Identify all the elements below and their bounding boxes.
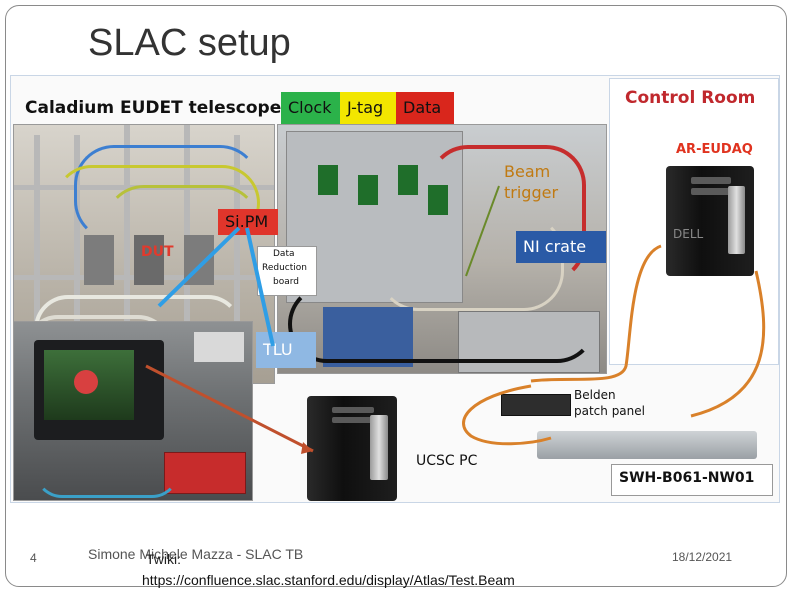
beam-trigger-line: [465, 185, 500, 277]
data-reduction-line2: Reduction: [262, 263, 307, 273]
belden-patch-panel: [501, 394, 571, 416]
ar-eudaq-label: AR-EUDAQ: [676, 142, 753, 157]
switch-uplink-cable: [690, 270, 766, 418]
belden-cable: [462, 384, 552, 446]
ar-eudaq-pc: DELL: [666, 166, 754, 276]
sipm-tag: Si.PM: [218, 209, 278, 235]
network-switch: [537, 431, 757, 459]
slide-title: SLAC setup: [88, 22, 291, 64]
slide-date: 18/12/2021: [672, 550, 733, 564]
setup-diagram-panel: Caladium EUDET telescope Clock J-tag Dat…: [10, 75, 780, 503]
connection-lines: [145, 185, 766, 454]
dell-logo: DELL: [673, 226, 704, 241]
jtag-tag: J-tag: [340, 92, 396, 124]
switch-label: SWH-B061-NW01: [619, 470, 755, 486]
beam-trigger-label-line1: Beam: [504, 162, 551, 181]
sipm-arrow-1: [157, 226, 241, 308]
data-reduction-line3: board: [273, 277, 299, 287]
clock-tag: Clock: [281, 92, 340, 124]
electronics-photo: [277, 124, 607, 374]
switch-label-box: [611, 464, 773, 496]
control-room-label: Control Room: [625, 88, 756, 108]
twiki-label: Twiki:: [146, 551, 181, 567]
data-reduction-line1: Data: [273, 249, 295, 259]
scope-arrow-head: [301, 442, 313, 454]
belden-label-line1: Belden: [574, 388, 616, 402]
beam-trigger-label-line2: trigger: [504, 183, 559, 202]
ni-crate-tag: NI crate: [516, 231, 606, 263]
dut-label: DUT: [141, 244, 174, 260]
data-tag: Data: [396, 92, 454, 124]
author-line: Simone Michele Mazza - SLAC TB: [88, 546, 304, 562]
tlu-tag: TLU: [256, 332, 316, 368]
sipm-arrow-2: [245, 227, 275, 347]
eudaq-cable: [530, 244, 662, 383]
oscilloscope-photo: [13, 321, 253, 501]
twiki-link[interactable]: https://confluence.slac.stanford.edu/dis…: [142, 572, 515, 588]
telescope-label: Caladium EUDET telescope: [25, 98, 282, 118]
slide-frame: [5, 5, 787, 587]
belden-label-line2: patch panel: [574, 404, 645, 418]
data-reduction-box: [257, 246, 317, 296]
scope-to-ucsc-arrow: [145, 364, 314, 453]
ucsc-pc: [307, 396, 397, 501]
ucsc-pc-label: UCSC PC: [416, 453, 478, 469]
page-number: 4: [30, 551, 37, 565]
